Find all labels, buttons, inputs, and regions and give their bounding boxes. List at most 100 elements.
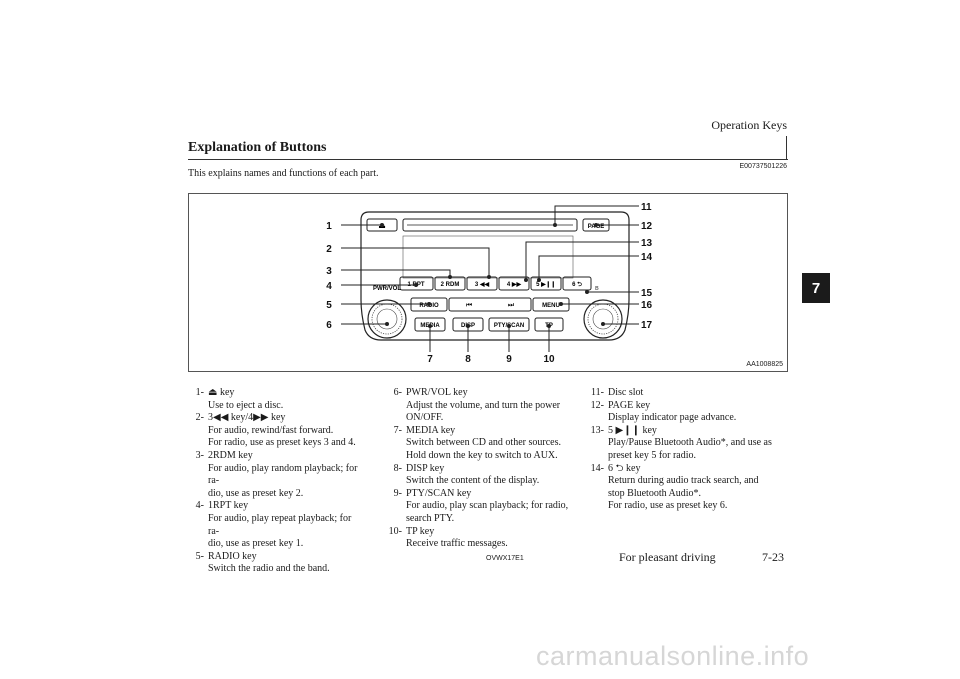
panel-outline	[360, 211, 630, 341]
callout-2: 2	[326, 244, 332, 255]
item-description: For audio, play repeat playback; for ra-	[208, 512, 352, 537]
item-description: Return during audio track search, and	[608, 475, 759, 487]
item-description: For audio, rewind/fast forward.	[208, 424, 334, 436]
radio-panel-diagram: ⏏ PAGE 1 RPT 2 RDM 3 ◀◀ 4 ▶▶ 5 ▶❙❙ 6 ⮌ ʙ…	[326, 202, 653, 365]
item-number: 7-	[393, 424, 402, 436]
radio-label: RADIO	[419, 303, 439, 309]
prev-label: ⏮	[466, 302, 472, 309]
track-rocker	[448, 297, 532, 312]
item-description: Adjust the volume, and turn the power	[406, 399, 561, 411]
key4-label: 4 ▶▶	[507, 281, 522, 288]
callout-16: 16	[641, 300, 653, 311]
pwr-vol-knob	[367, 299, 407, 339]
bluetooth-logo: ʙ	[595, 285, 599, 292]
item-description: Switch the radio and the band.	[208, 563, 330, 575]
item-name: 5 ▶❙❙ key	[608, 424, 657, 436]
item-number: 12-	[590, 399, 604, 411]
item-description: ON/OFF.	[406, 412, 444, 424]
item-name: DISP key	[406, 462, 445, 474]
key3-button	[466, 276, 498, 291]
item-number: 4-	[195, 500, 204, 512]
item-name: PTY/SCAN key	[406, 487, 472, 499]
rpt-button	[399, 276, 434, 291]
item-description: Receive traffic messages.	[406, 538, 508, 550]
radio-panel-figure: ⏏ PAGE 1 RPT 2 RDM 3 ◀◀ 4 ▶▶ 5 ▶❙❙ 6 ⮌ ʙ…	[188, 193, 788, 372]
callout-17: 17	[641, 320, 653, 331]
item-description: For radio, use as preset keys 3 and 4.	[208, 437, 356, 449]
item-number: 11-	[591, 387, 604, 398]
item-description: search PTY.	[406, 512, 455, 524]
intro-text: This explains names and functions of eac…	[188, 168, 379, 179]
list-item: 11- Disc slot	[588, 387, 788, 400]
callout-8: 8	[465, 354, 471, 365]
item-description: dio, use as preset key 2.	[208, 487, 304, 499]
pwr-vol-label: PWR/VOL	[373, 286, 401, 292]
key4-button	[498, 276, 530, 291]
callout-11: 11	[641, 202, 652, 213]
footer-chapter-name: For pleasant driving	[619, 550, 716, 564]
key6-button	[562, 276, 592, 291]
item-number: 13-	[590, 424, 604, 436]
section-rule-end	[786, 136, 787, 160]
item-name: RADIO key	[208, 550, 257, 562]
next-label: ⏭	[508, 302, 515, 309]
item-description: dio, use as preset key 1.	[208, 538, 304, 550]
callout-14: 14	[641, 252, 653, 263]
item-name: MEDIA key	[406, 424, 456, 436]
disc-slot-frame	[402, 218, 578, 232]
item-name: 1RPT key	[208, 500, 249, 512]
item-description: Play/Pause Bluetooth Audio*, and use as	[608, 437, 772, 449]
callout-3: 3	[326, 266, 332, 277]
item-description: Switch the content of the display.	[406, 475, 540, 487]
item-description: Hold down the key to switch to AUX.	[406, 449, 558, 461]
item-number: 10-	[388, 525, 402, 537]
chapter-tab[interactable]: 7	[802, 273, 830, 303]
footer-code: OVWX17E1	[486, 555, 524, 562]
item-number: 9-	[393, 487, 402, 499]
item-name: 2RDM key	[208, 449, 253, 461]
item-number: 2-	[195, 412, 204, 424]
callout-9: 9	[506, 354, 512, 365]
item-description: Display indicator page advance.	[608, 412, 737, 424]
callout-13: 13	[641, 238, 653, 249]
section-rule	[188, 159, 788, 160]
item-number: 8-	[393, 462, 402, 474]
item-name: 6 ⮌ key	[608, 462, 641, 474]
key5-button	[530, 276, 562, 291]
item-description: For radio, use as preset key 6.	[608, 500, 728, 512]
callout-7: 7	[427, 354, 433, 365]
item-name: ⏏ key	[208, 387, 235, 398]
item-number: 1-	[195, 387, 204, 398]
callout-5: 5	[326, 300, 332, 311]
item-number: 3-	[195, 449, 204, 461]
callout-15: 15	[641, 288, 653, 299]
item-description: For audio, play scan playback; for radio…	[406, 500, 569, 512]
key6-label: 6 ⮌	[572, 281, 582, 288]
item-description: preset key 5 for radio.	[608, 449, 697, 461]
item-name: TP key	[406, 525, 435, 537]
callout-4: 4	[326, 281, 332, 292]
section-title: Explanation of Buttons	[188, 140, 327, 155]
rdm-label: 2 RDM	[441, 282, 460, 288]
item-description: stop Bluetooth Audio*.	[608, 487, 702, 499]
item-number: 5-	[195, 550, 204, 562]
section-reference-code: E00737501226	[739, 163, 788, 170]
key5-label: 5 ▶❙❙	[536, 281, 556, 288]
item-name: PAGE key	[608, 399, 651, 411]
item-name: Disc slot	[608, 387, 644, 398]
item-name: 3◀◀ key/4▶▶ key	[208, 412, 286, 424]
